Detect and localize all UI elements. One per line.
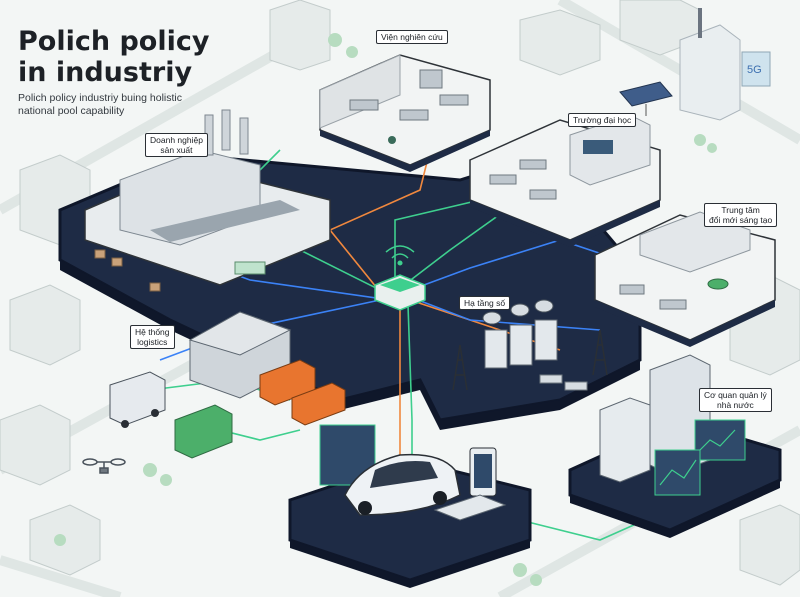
label-text-line-1: Doanh nghiệp (150, 135, 203, 145)
label-text-line-1: Hệ thống (135, 327, 170, 337)
page-title: Polich policy in industriy (18, 26, 278, 88)
label-digital-infrastructure: Hạ tầng số (459, 296, 511, 310)
5g-badge-label: 5G (747, 64, 762, 76)
label-text: Viện nghiên cứu (381, 32, 443, 42)
5g-badge (741, 51, 771, 87)
label-text-line-2: đổi mới sáng tạo (709, 215, 773, 225)
shipping-containers (174, 359, 346, 459)
label-text-line-2: sản xuất (160, 145, 193, 155)
label-research-institute: Viện nghiên cứu (376, 30, 448, 44)
delivery-truck (109, 371, 166, 428)
smartphone-icon (469, 447, 497, 497)
subtitle-line-2: national pool capability (18, 105, 125, 117)
label-university: Trường đại học (568, 113, 637, 127)
page-subtitle: Polich policy industriy buing holistic n… (18, 92, 248, 118)
radio-tower-icon (452, 329, 608, 391)
label-innovation-center: Trung tâm đổi mới sáng tạo (704, 203, 778, 227)
label-government-agency: Cơ quan quản lý nhà nước (699, 388, 772, 412)
solar-panel-icon (619, 81, 673, 116)
university (469, 114, 661, 247)
innovation-center (594, 211, 776, 347)
drone-icon (82, 458, 126, 474)
label-text-line-2: nhà nước (716, 400, 754, 410)
server-racks (484, 319, 558, 369)
label-text: Hạ tầng số (464, 298, 506, 308)
research-institute (319, 54, 491, 172)
title-line-1: Polich policy (18, 26, 210, 57)
label-text-line-2: logistics (137, 337, 168, 347)
title-line-2: in industriy (18, 57, 193, 88)
government-platform (568, 354, 782, 538)
satellite-dish-icon (482, 299, 554, 325)
label-text-line-1: Trung tâm (721, 205, 760, 215)
car-icon (344, 453, 461, 516)
label-manufacturing: Doanh nghiệp sản xuất (145, 133, 208, 157)
label-text: Trường đại học (573, 115, 632, 125)
telecom-building: 5G (679, 8, 771, 121)
label-logistics: Hệ thống logistics (130, 325, 175, 349)
workstations (539, 374, 588, 391)
digital-hub (374, 245, 426, 311)
label-text-line-1: Cơ quan quản lý (704, 390, 767, 400)
subtitle-line-1: Polich policy industriy buing holistic (18, 92, 182, 104)
wifi-icon (385, 245, 415, 266)
mobility-platform (288, 424, 532, 588)
